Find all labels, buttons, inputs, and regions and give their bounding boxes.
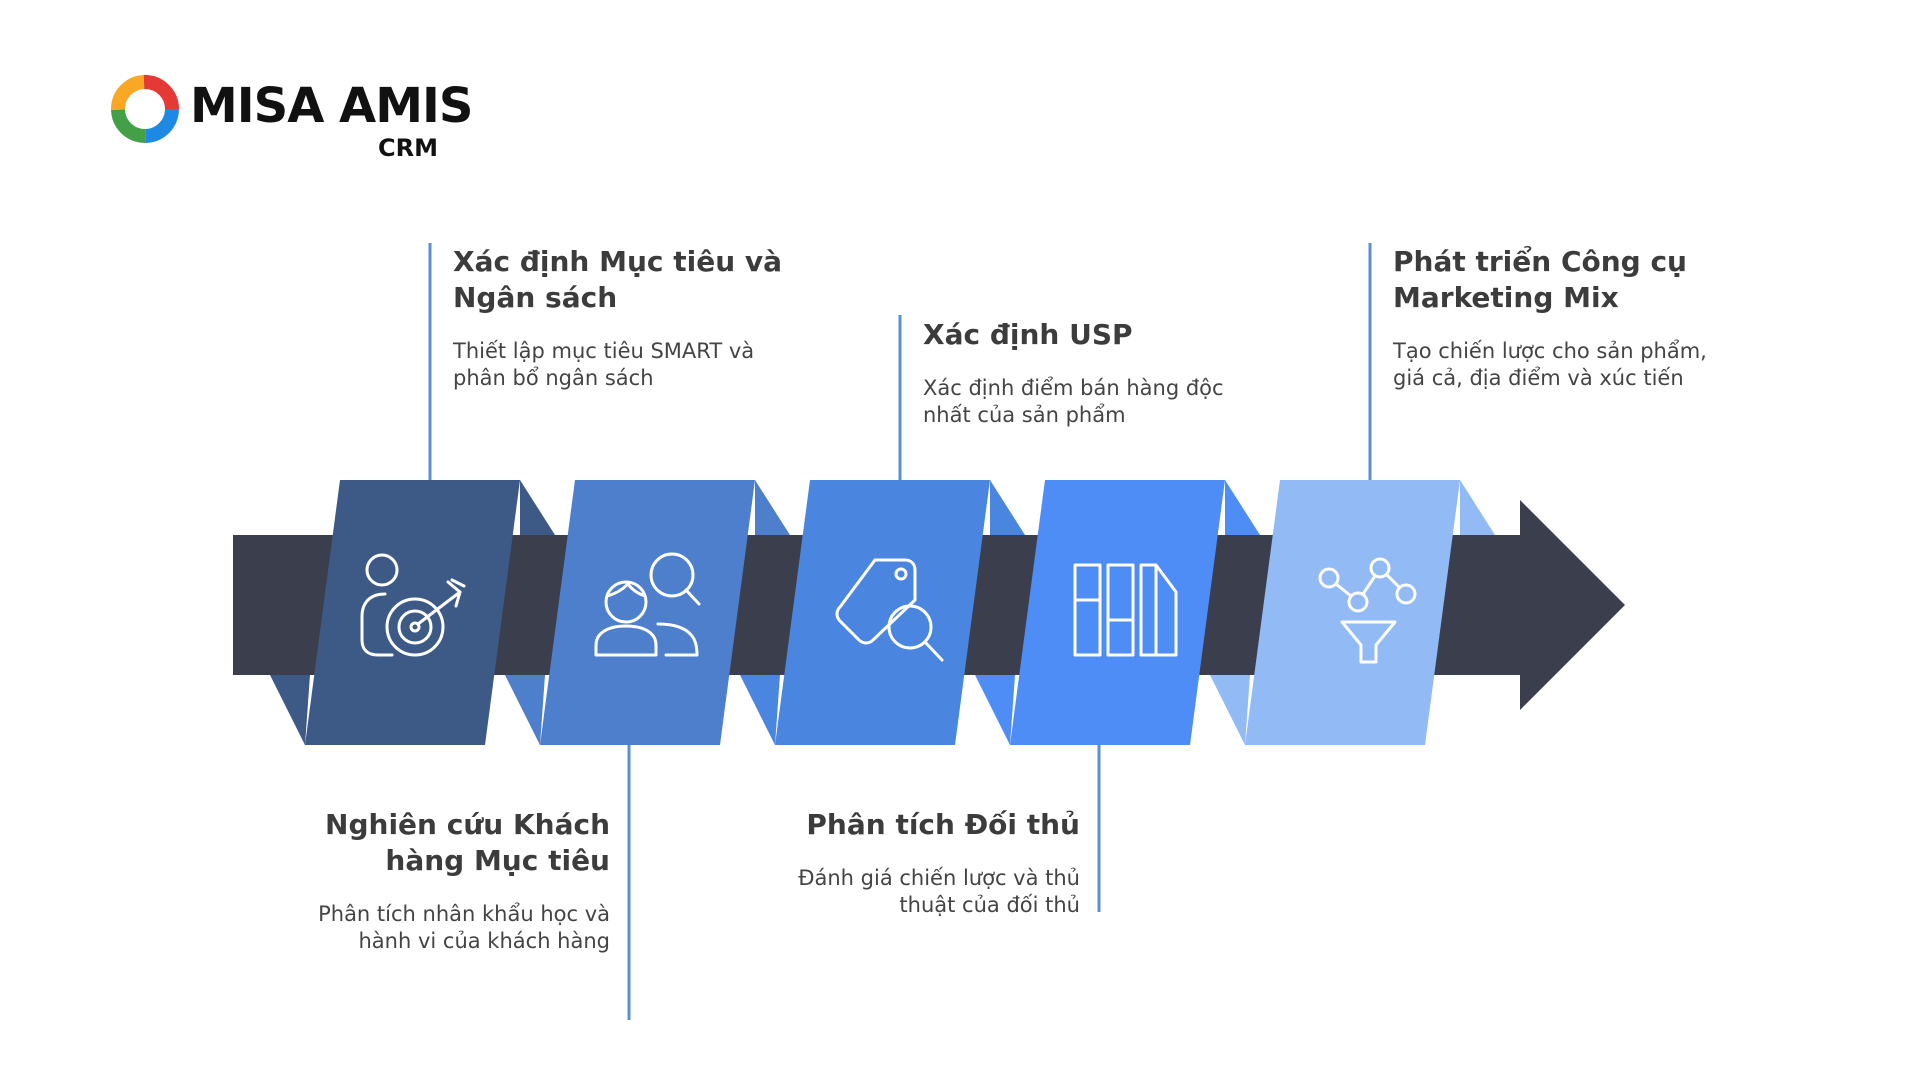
funnel-network-icon: [1318, 557, 1417, 664]
step-2-label: Nghiên cứu Khách hàng Mục tiêu Phân tích…: [300, 807, 610, 955]
step-4-label: Phân tích Đối thủ Đánh giá chiến lược và…: [770, 807, 1080, 919]
step-3-fold-bottom: [740, 675, 780, 745]
step-2-panel: [540, 480, 755, 745]
step-2-fold-top: [755, 480, 790, 535]
step-4-fold-top: [1225, 480, 1260, 535]
step-4-title: Phân tích Đối thủ: [806, 808, 1080, 841]
step-4-fold-bottom: [975, 675, 1015, 745]
step-2-fold-bottom: [505, 675, 545, 745]
tag-search-icon: [835, 558, 944, 662]
people-search-icon: [594, 552, 701, 657]
step-5-title: Phát triển Công cụ Marketing Mix: [1393, 245, 1687, 314]
bars-chart-icon: [1073, 563, 1178, 657]
step-5-panel: [1245, 480, 1460, 745]
step-3-label: Xác định USP Xác định điểm bán hàng độc …: [923, 317, 1243, 429]
step-4-panel: [1010, 480, 1225, 745]
step-2-description: Phân tích nhân khẩu học và hành vi của k…: [318, 902, 610, 953]
person-target-icon: [360, 553, 466, 657]
step-1-title: Xác định Mục tiêu và Ngân sách: [453, 245, 783, 314]
step-1-fold-top: [520, 480, 555, 535]
step-5-fold-bottom: [1210, 675, 1250, 745]
step-4-description: Đánh giá chiến lược và thủ thuật của đối…: [798, 866, 1080, 917]
step-5-fold-top: [1460, 480, 1495, 535]
step-3-description: Xác định điểm bán hàng độc nhất của sản …: [923, 376, 1224, 427]
logo-brand-text: MISA AMIS: [190, 78, 473, 134]
step-5-label: Phát triển Công cụ Marketing Mix Tạo chi…: [1393, 244, 1723, 392]
step-1-label: Xác định Mục tiêu và Ngân sách Thiết lập…: [453, 244, 783, 392]
logo-ring-icon: [111, 75, 179, 143]
step-3-fold-top: [990, 480, 1025, 535]
step-2-title: Nghiên cứu Khách hàng Mục tiêu: [325, 808, 610, 877]
step-1-description: Thiết lập mục tiêu SMART và phân bổ ngân…: [453, 339, 755, 390]
step-5-description: Tạo chiến lược cho sản phẩm, giá cả, địa…: [1393, 339, 1707, 390]
misa-amis-crm-logo: MISA AMIS CRM: [108, 72, 473, 167]
step-3-title: Xác định USP: [923, 318, 1133, 351]
logo-sub-text: CRM: [378, 134, 438, 162]
step-1-fold-bottom: [270, 675, 310, 745]
band-arrow-head: [1420, 500, 1625, 710]
step-3-panel: [775, 480, 990, 745]
